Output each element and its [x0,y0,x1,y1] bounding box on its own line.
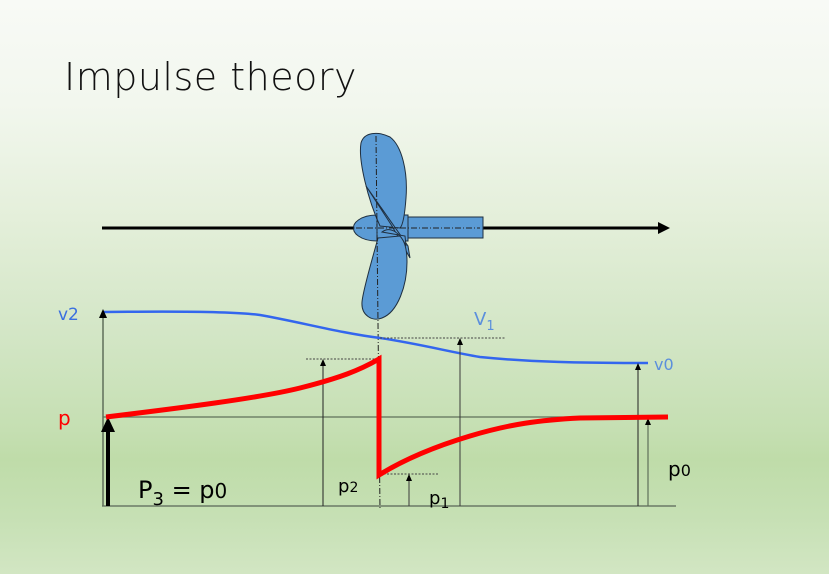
label-p2: p2 [338,476,358,497]
propeller-blade-bottom [361,235,408,320]
velocity-curve [102,310,649,365]
v0-arrow-head-icon [635,363,641,370]
propeller-hub-nose [353,214,378,242]
p2-arrow-head-icon [320,359,326,366]
p3-arrow-head-icon [101,417,115,432]
label-p3-equals-p0: P3 = p0 [138,476,227,510]
label-v2: v2 [58,305,79,325]
arrow-head-icon [658,222,670,234]
label-p: p [58,406,71,430]
propeller-blade-edge [365,185,411,259]
v1-arrow-head-icon [457,338,463,345]
label-v0: v0 [654,355,674,374]
p0-arrow-head-icon [645,418,651,425]
propeller-blade-top [359,132,407,229]
label-v1: V1 [474,309,495,334]
label-p1: p1 [429,488,449,512]
pressure-curve [105,354,669,480]
slide-edge [829,0,831,574]
label-p0: p0 [668,457,691,481]
v2-arrow-head-icon [99,309,107,318]
p1-arrow-head-icon [406,474,412,481]
slide-title: Impulse theory [64,55,357,99]
propeller [353,132,484,320]
